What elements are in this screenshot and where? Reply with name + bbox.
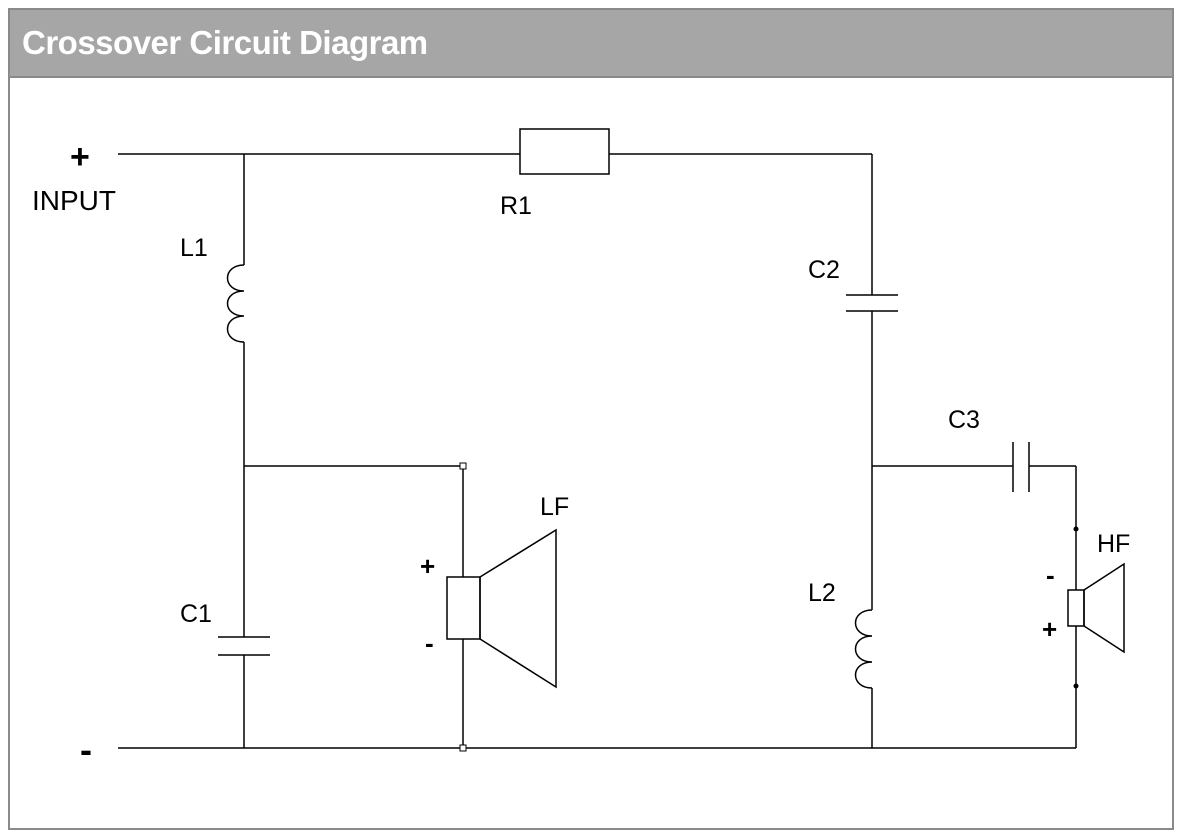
l1-label: L1 [180,234,208,262]
hf-minus-label: - [1046,560,1055,590]
input-minus-label: - [80,729,92,770]
c2-label: C2 [808,256,840,284]
l2-label: L2 [808,579,836,607]
diagram-frame: Crossover Circuit Diagram [8,8,1174,830]
capacitor-c1 [218,636,270,656]
wires [118,153,1077,749]
c3-label: C3 [948,406,980,434]
speaker-hf-icon [1067,562,1125,654]
terminal-dots [459,462,1079,752]
hf-plus-label: + [1042,614,1057,644]
c1-label: C1 [180,600,212,628]
lf-label: LF [540,493,569,521]
title-bar: Crossover Circuit Diagram [10,10,1172,78]
inductor-l1 [226,264,245,343]
capacitor-c2 [846,294,898,312]
page-title: Crossover Circuit Diagram [22,24,428,61]
capacitor-c3 [1012,442,1030,492]
hf-label: HF [1097,530,1130,558]
input-plus-label: + [70,138,90,176]
lf-plus-label: + [420,551,435,581]
lf-minus-label: - [425,628,434,658]
input-label: INPUT [32,185,116,216]
r1-label: R1 [500,192,532,220]
speaker-lf-icon [446,528,557,689]
resistor-r1 [519,128,610,175]
inductor-l2 [854,609,873,689]
